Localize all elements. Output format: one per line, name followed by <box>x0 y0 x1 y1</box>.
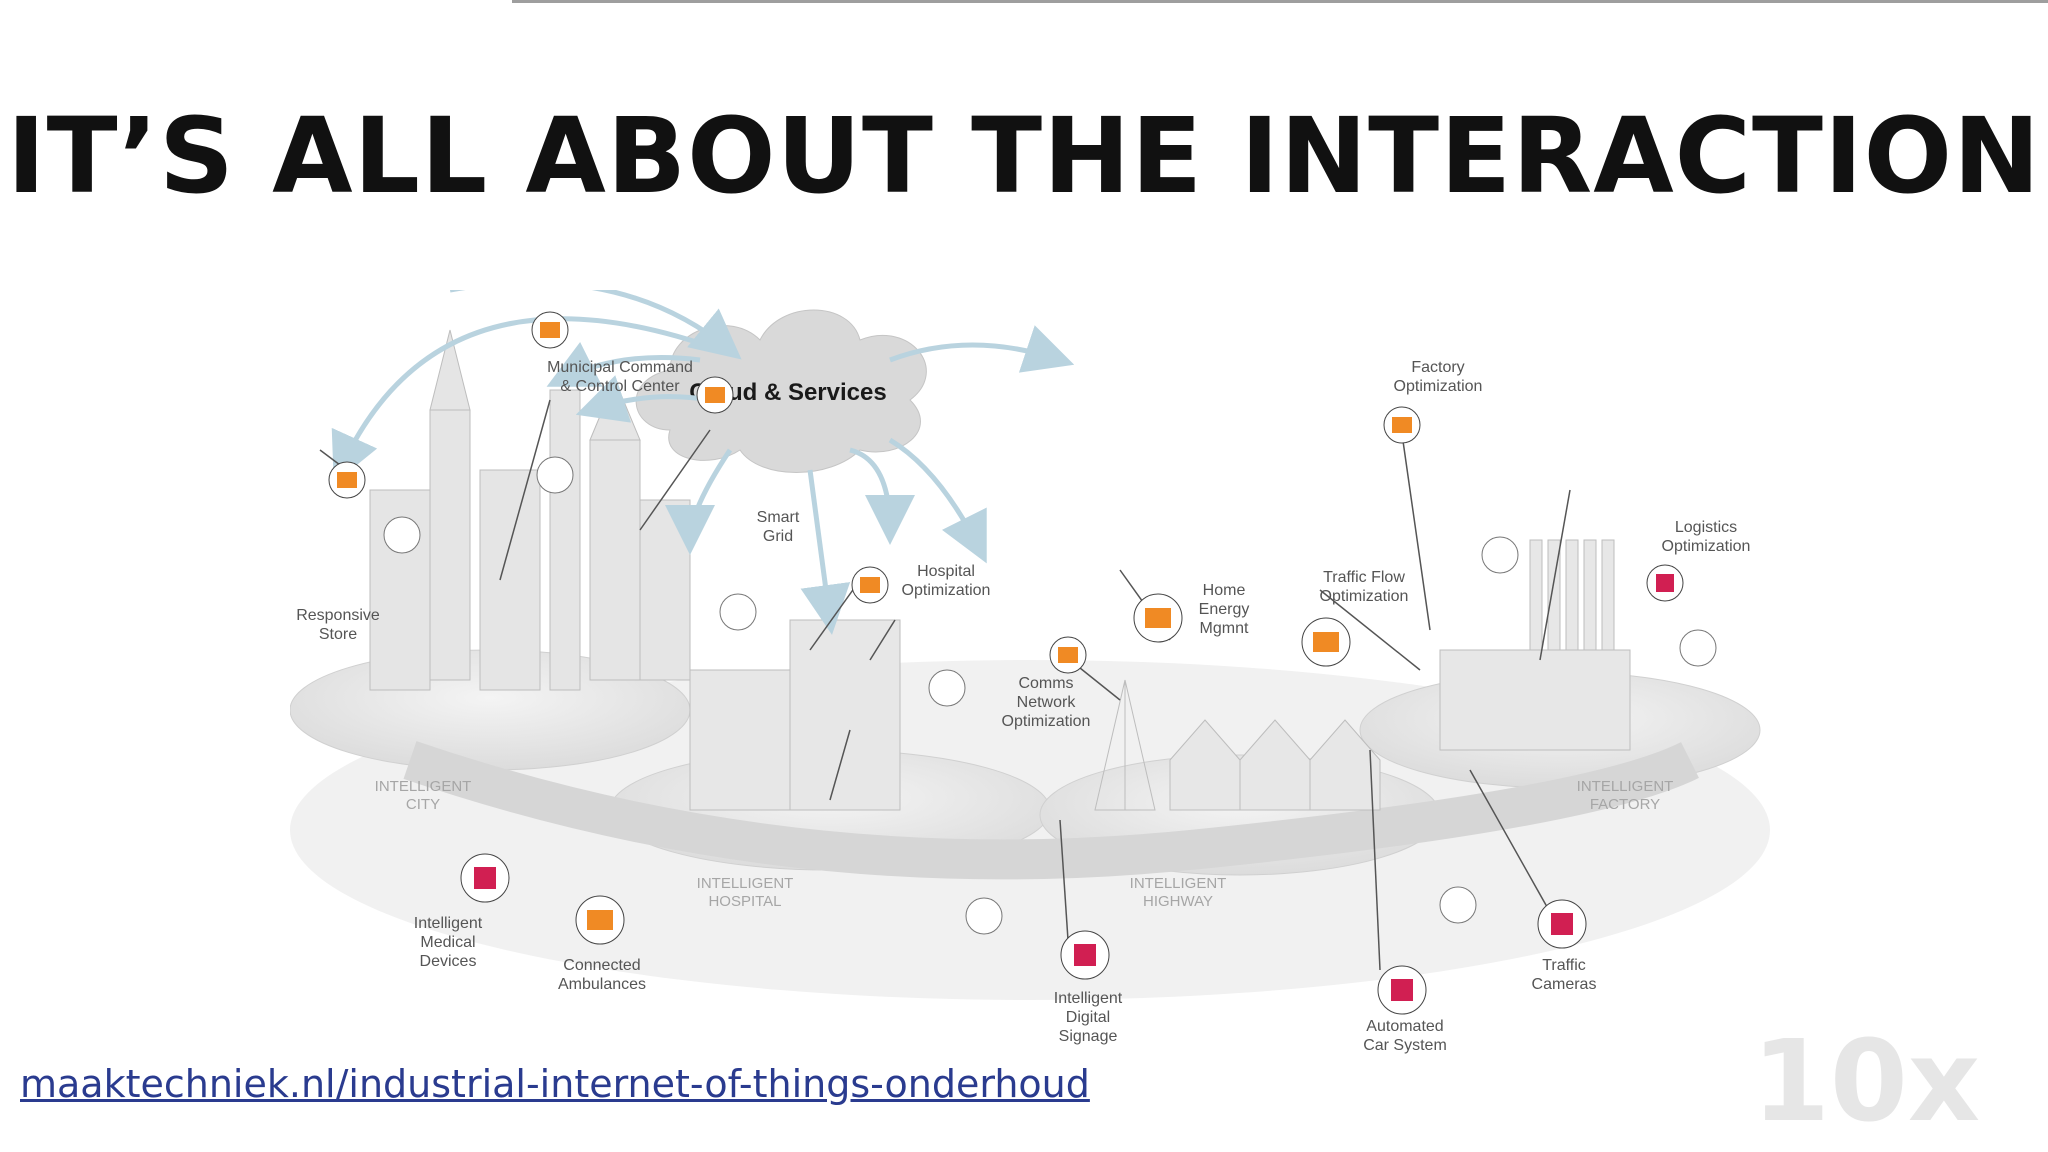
red-sensor-nodes <box>460 564 1684 1015</box>
zone-city-line1: INTELLIGENT <box>375 778 472 795</box>
top-rule <box>512 0 2048 3</box>
label-comms-2: Network <box>1017 694 1077 711</box>
label-traffic-cameras-2: Cameras <box>1532 976 1597 993</box>
label-home-energy-2: Energy <box>1199 601 1250 618</box>
label-ambulances-2: Ambulances <box>558 976 646 993</box>
label-home-energy-1: Home <box>1203 582 1246 599</box>
factory-building <box>1439 539 1631 751</box>
iot-diagram: Cloud & Services <box>290 290 1770 1060</box>
zone-factory-line2: FACTORY <box>1590 796 1660 813</box>
label-traffic-flow-2: Optimization <box>1320 588 1409 605</box>
label-comms-1: Comms <box>1018 675 1073 692</box>
label-car-system-2: Car System <box>1363 1037 1447 1054</box>
label-ambulances-1: Connected <box>563 957 640 974</box>
label-traffic-flow-1: Traffic Flow <box>1323 569 1405 586</box>
platforms <box>290 649 1770 1000</box>
interaction-arrows <box>331 290 1075 635</box>
label-hospital-opt-2: Optimization <box>902 582 991 599</box>
label-municipal-2: & Control Center <box>560 378 680 395</box>
city-buildings <box>369 329 691 691</box>
cloud-services: Cloud & Services <box>635 309 927 473</box>
label-car-system-1: Automated <box>1366 1018 1443 1035</box>
zone-highway-line2: HIGHWAY <box>1143 893 1213 910</box>
label-medical-2: Medical <box>420 934 475 951</box>
node-labels: Municipal Command & Control Center Smart… <box>296 359 1750 1054</box>
label-smart-grid-2: Grid <box>763 528 793 545</box>
svg-text:10x: 10x <box>1752 1028 1980 1128</box>
label-signage-3: Signage <box>1059 1028 1118 1045</box>
zone-city-line2: CITY <box>406 796 440 813</box>
10x-logo: 10x <box>1752 1028 1980 1128</box>
data-sensor-circles <box>383 456 1717 935</box>
label-home-energy-3: Mgmnt <box>1200 620 1249 637</box>
orange-sensor-nodes <box>328 311 1421 945</box>
label-factory-opt-1: Factory <box>1411 359 1464 376</box>
connector-lines <box>319 399 1571 971</box>
source-link[interactable]: maaktechniek.nl/industrial-internet-of-t… <box>20 1062 1090 1106</box>
label-medical-3: Devices <box>420 953 477 970</box>
label-smart-grid-1: Smart <box>757 509 800 526</box>
label-hospital-opt-1: Hospital <box>917 563 975 580</box>
label-comms-3: Optimization <box>1002 713 1091 730</box>
zone-factory-line1: INTELLIGENT <box>1577 778 1674 795</box>
zone-highway-line1: INTELLIGENT <box>1130 875 1227 892</box>
highway-structures <box>1094 679 1381 811</box>
label-store-1: Responsive <box>296 607 380 624</box>
label-store-2: Store <box>319 626 357 643</box>
label-traffic-cameras-1: Traffic <box>1542 957 1586 974</box>
label-signage-2: Digital <box>1066 1009 1110 1026</box>
label-signage-1: Intelligent <box>1054 990 1123 1007</box>
label-logistics-2: Optimization <box>1662 538 1751 555</box>
label-logistics-1: Logistics <box>1675 519 1737 536</box>
hospital-building <box>689 619 901 811</box>
label-municipal-1: Municipal Command <box>547 359 693 376</box>
zone-labels: INTELLIGENT CITY INTELLIGENT HOSPITAL IN… <box>375 778 1674 910</box>
zone-hospital-line2: HOSPITAL <box>708 893 781 910</box>
label-factory-opt-2: Optimization <box>1394 378 1483 395</box>
label-medical-1: Intelligent <box>414 915 483 932</box>
zone-hospital-line1: INTELLIGENT <box>697 875 794 892</box>
slide-title: IT’S ALL ABOUT THE INTERACTION <box>6 95 2042 217</box>
